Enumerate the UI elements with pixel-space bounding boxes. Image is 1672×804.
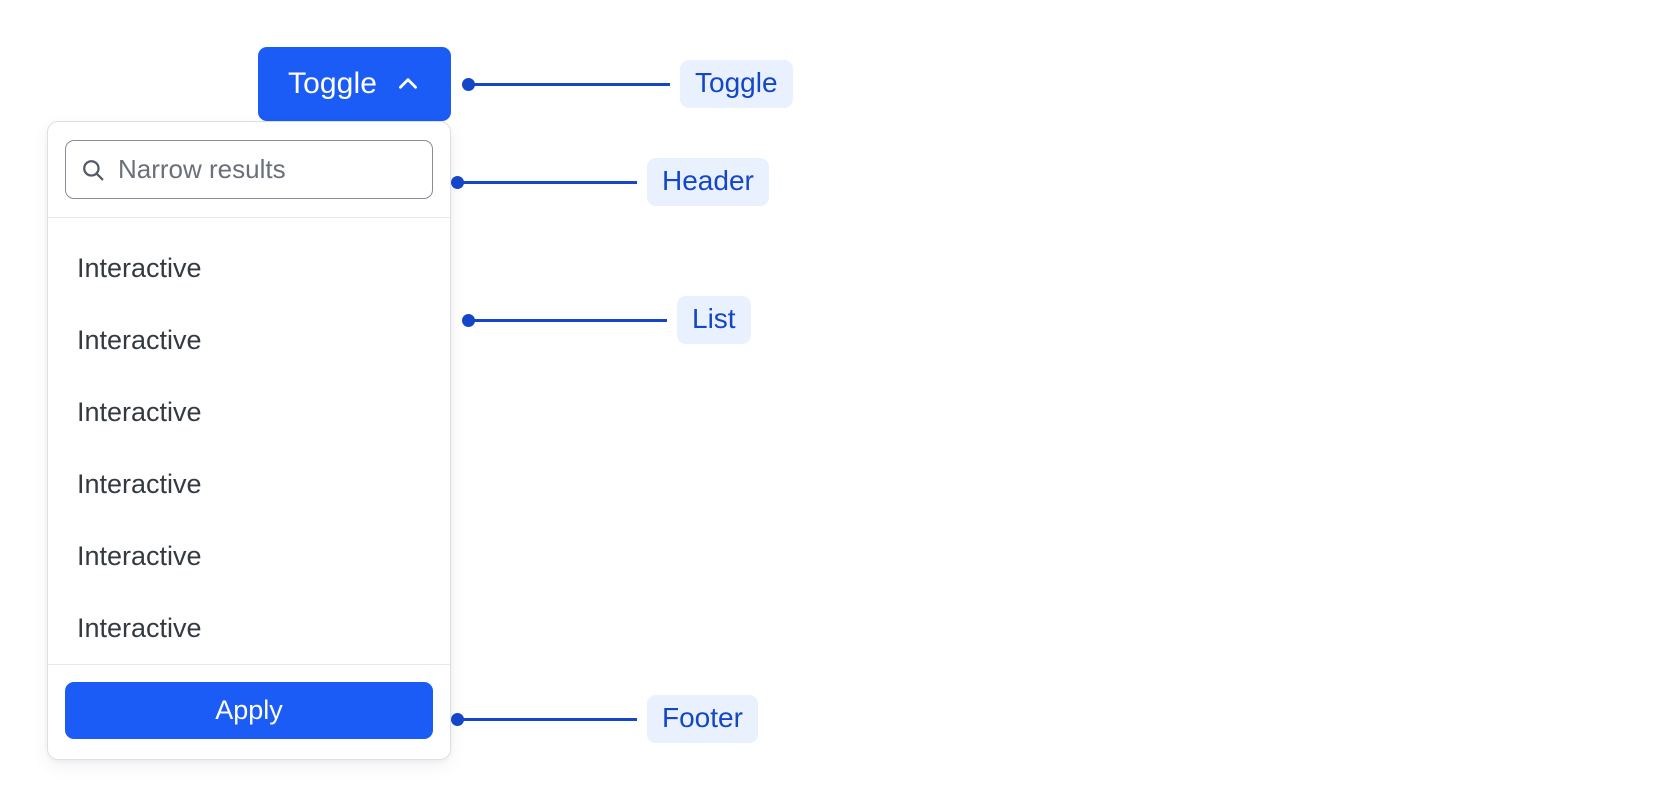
annotation-dot-icon [451, 175, 464, 189]
list-item-label: Interactive [77, 540, 202, 571]
annotation-badge: List [677, 295, 751, 345]
annotation-badge: Toggle [680, 59, 793, 109]
annotation-dot-icon [451, 712, 464, 726]
search-icon [80, 157, 106, 183]
dropdown-footer: Apply [48, 664, 450, 759]
list-item[interactable]: Interactive [48, 592, 450, 664]
list-item-label: Interactive [77, 612, 202, 643]
dropdown-panel: Interactive Interactive Interactive Inte… [47, 121, 451, 760]
apply-button[interactable]: Apply [65, 682, 433, 739]
annotation-badge: Header [647, 157, 769, 207]
annotation-leader-line [463, 180, 637, 184]
list-item[interactable]: Interactive [48, 304, 450, 376]
list-item-label: Interactive [77, 252, 202, 283]
annotation-dot-icon [462, 77, 475, 91]
annotation-leader-line [474, 82, 670, 86]
toggle-button[interactable]: Toggle [258, 47, 451, 121]
annotation-dot-icon [462, 313, 475, 327]
list-item[interactable]: Interactive [48, 448, 450, 520]
annotation-badge: Footer [647, 694, 758, 744]
list-item-label: Interactive [77, 468, 202, 499]
annotation-leader-line [463, 717, 637, 721]
list-item[interactable]: Interactive [48, 520, 450, 592]
dropdown-header [48, 122, 450, 218]
toggle-button-label: Toggle [287, 67, 377, 100]
list-item-label: Interactive [77, 324, 202, 355]
search-input[interactable] [118, 153, 418, 186]
list-item[interactable]: Interactive [48, 232, 450, 304]
dropdown-list[interactable]: Interactive Interactive Interactive Inte… [48, 218, 450, 664]
list-item[interactable]: Interactive [48, 376, 450, 448]
annotation-leader-line [474, 318, 667, 322]
search-field[interactable] [65, 140, 433, 199]
list-item-label: Interactive [77, 396, 202, 427]
chevron-up-icon [395, 71, 421, 97]
